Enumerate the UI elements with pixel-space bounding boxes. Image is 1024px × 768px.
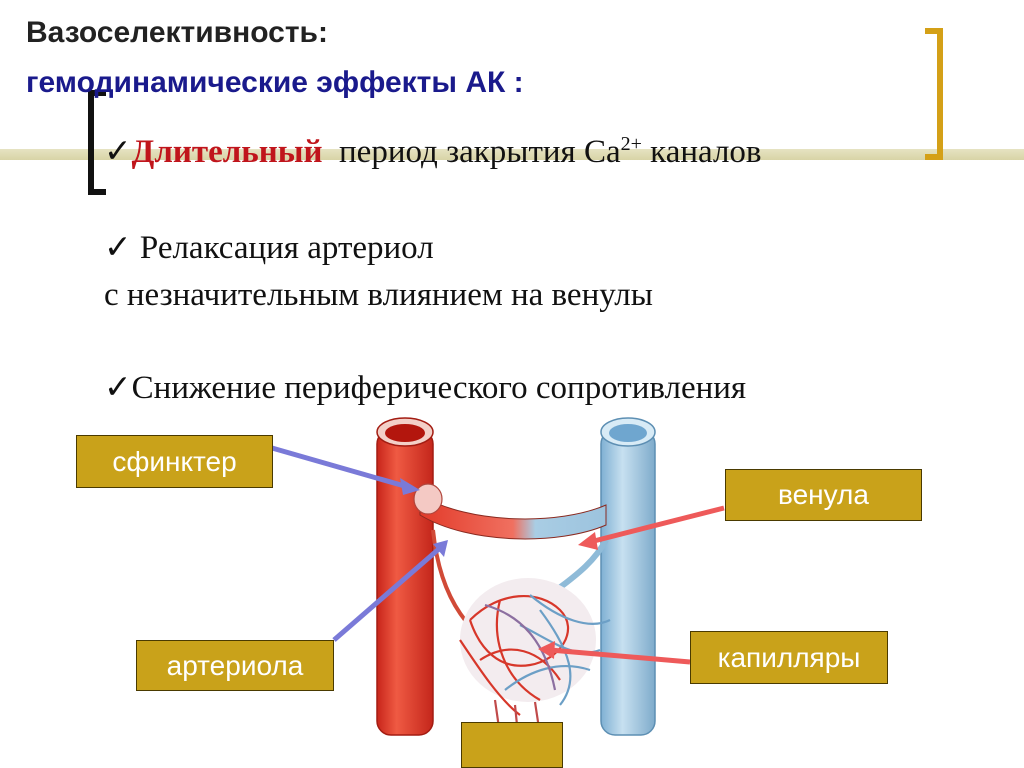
bottom-box — [461, 722, 563, 768]
venule-vessel — [600, 417, 656, 736]
label-sphincter: сфинктер — [76, 435, 273, 488]
capillary-bed — [459, 578, 611, 736]
bullet-1-superscript: 2+ — [620, 133, 642, 155]
bullet-2-line2: с незначительным влиянием на венулы — [104, 277, 653, 313]
decor-bar — [0, 149, 1024, 160]
bullet-1-highlight: Длительный — [131, 134, 323, 170]
bullet-3: ✓Снижение периферического сопротивления — [104, 370, 747, 406]
arrow-sphincter — [271, 445, 420, 495]
arrow-venule — [578, 505, 725, 550]
arrow-capillaries — [538, 641, 691, 665]
left-bracket — [88, 90, 106, 195]
check-icon: ✓ — [104, 134, 132, 170]
sphincter-shape — [413, 483, 443, 515]
arrow-arteriole — [332, 540, 448, 642]
page-subtitle: гемодинамические эффекты АК : — [26, 66, 524, 99]
label-venule: венула — [725, 469, 922, 521]
metarteriole-channel — [419, 494, 607, 540]
bullet-1-tail: каналов — [650, 134, 762, 170]
label-capillaries: капилляры — [690, 631, 888, 684]
bullet-1-text: период закрытия Са — [339, 134, 621, 170]
label-arteriole: артериола — [136, 640, 334, 691]
bullet-2-line1: ✓ Релаксация артериол — [104, 230, 434, 266]
right-bracket — [925, 28, 943, 160]
bullet-1: ✓Длительный период закрытия Са2+ каналов — [104, 134, 762, 169]
page-title: Вазоселективность: — [26, 16, 328, 49]
